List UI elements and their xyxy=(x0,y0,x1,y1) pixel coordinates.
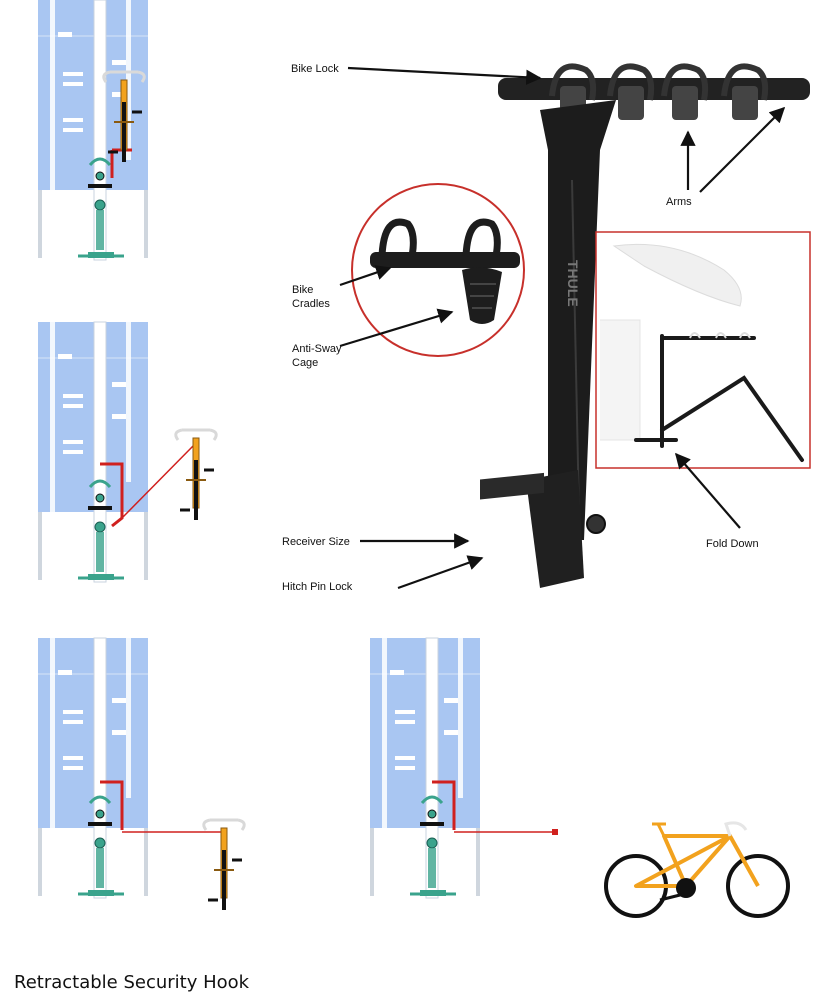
panel-stage-3 xyxy=(36,636,150,900)
inset-cradles xyxy=(351,183,525,357)
bike-side-view xyxy=(604,821,790,918)
label-bike-lock: Bike Lock xyxy=(291,63,339,75)
label-fold-down: Fold Down xyxy=(706,538,759,550)
bike-stage-2 xyxy=(174,428,218,522)
bike-stage-3 xyxy=(202,818,246,912)
label-anti-sway-cage: Anti-Sway Cage xyxy=(292,343,342,369)
hitch-rack: THULE xyxy=(480,63,810,588)
cable-end xyxy=(552,829,558,835)
label-arms: Arms xyxy=(666,196,692,208)
callout-arrows xyxy=(339,66,786,590)
caption: Retractable Security Hook xyxy=(14,972,250,993)
panel-stage-4 xyxy=(368,636,482,900)
label-bike-cradles: Bike Cradles xyxy=(292,284,330,310)
label-receiver-size: Receiver Size xyxy=(282,536,350,548)
label-hitch-pin-lock: Hitch Pin Lock xyxy=(282,581,353,593)
panel-stage-1 xyxy=(36,0,150,262)
security-cable-2 xyxy=(121,443,196,519)
inset-fold-down xyxy=(595,231,811,469)
rack-brand: THULE xyxy=(565,260,581,307)
panel-stage-2 xyxy=(36,320,150,584)
